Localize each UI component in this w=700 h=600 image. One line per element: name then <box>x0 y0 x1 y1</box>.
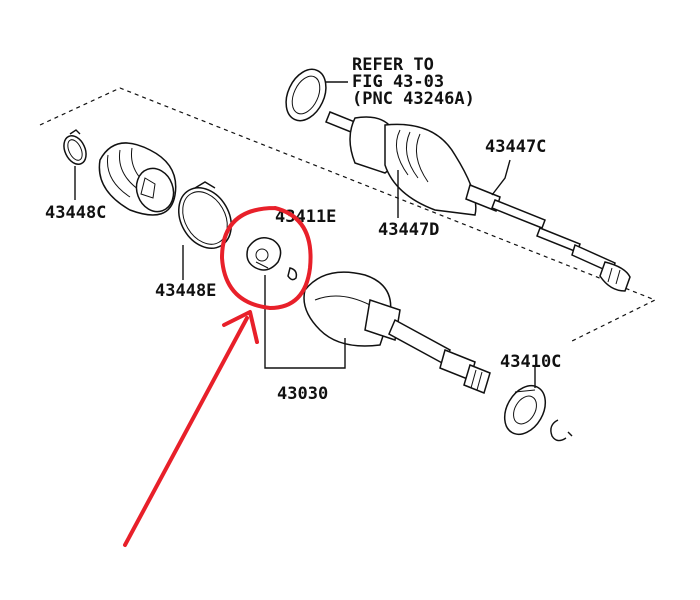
highlight-annotation <box>123 206 313 547</box>
boot-clamp-small[interactable] <box>60 129 91 168</box>
refer-label-line2: FIG 43-03 <box>352 72 444 92</box>
outer-joint-assembly[interactable] <box>325 111 631 292</box>
label-43447C: 43447C <box>485 137 546 157</box>
inner-joint-assembly[interactable] <box>303 271 491 395</box>
snap-ring[interactable] <box>550 419 573 442</box>
retaining-ring[interactable] <box>278 63 333 127</box>
tripod-joint[interactable] <box>246 237 298 281</box>
label-43448C: 43448C <box>45 203 106 223</box>
bearing[interactable] <box>496 378 553 441</box>
highlight-arrow-shaft <box>123 316 249 547</box>
refer-label-line3: (PNC 43246A) <box>352 89 475 109</box>
label-43410C: 43410C <box>500 352 561 372</box>
inner-boot[interactable] <box>98 142 179 217</box>
highlight-arrow-head <box>222 310 259 344</box>
label-43030: 43030 <box>277 384 328 404</box>
label-43448E: 43448E <box>155 281 216 301</box>
label-43447D: 43447D <box>378 220 439 240</box>
leader-43447C <box>491 159 511 196</box>
leader-43030 <box>264 275 346 369</box>
highlight-circle <box>219 206 313 311</box>
boot-clamp-large[interactable] <box>168 178 242 257</box>
refer-label-line1: REFER TO <box>352 55 434 75</box>
